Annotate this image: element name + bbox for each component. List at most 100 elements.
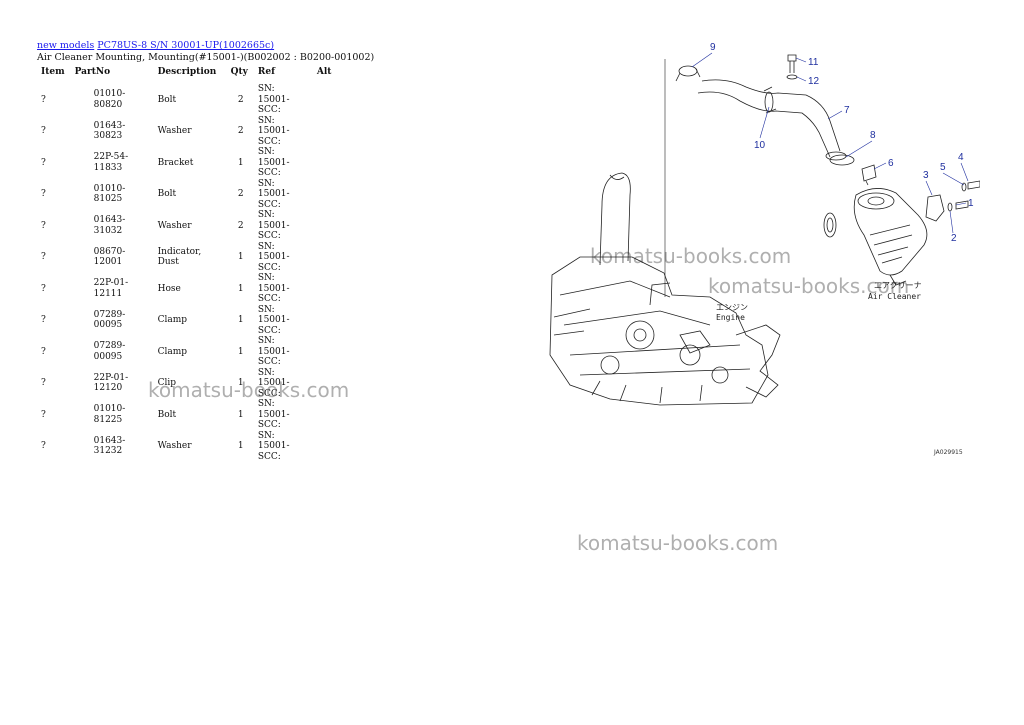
callout-1: 1 [968, 198, 974, 209]
page-title: Air Cleaner Mounting, Mounting(#15001-)(… [37, 52, 375, 63]
cell-qty: 1 [237, 409, 244, 420]
drawing-id: JA029915 [934, 449, 963, 456]
cell-ref: SN: 15001-SCC: [253, 399, 312, 431]
cell-qty: 1 [237, 441, 244, 451]
cell-desc: Washer [157, 441, 192, 451]
column-header-item: Item [41, 67, 65, 77]
column-header-ref: Ref [257, 67, 275, 77]
cell-desc: Clamp [157, 346, 188, 357]
air-cleaner-illustration [823, 188, 928, 286]
watermark: komatsu-books.com [148, 378, 350, 402]
cell-item: ? [41, 441, 46, 451]
table-row: ? 22P-54-11833 Bracket 1 SN: 15001-SCC: [36, 147, 336, 179]
callout-4: 4 [958, 152, 964, 163]
callout-11: 11 [808, 57, 819, 68]
callout-10: 10 [754, 140, 766, 151]
cell-part: 22P-01-12111 [93, 278, 129, 299]
cell-alt [312, 210, 337, 242]
callout-8: 8 [870, 130, 876, 141]
cell-item: ? [41, 283, 46, 294]
cell-ref: SN: 15001-SCC: [253, 210, 312, 242]
cell-desc: Bracket [157, 157, 194, 168]
cell-qty: 1 [237, 315, 244, 325]
watermark: komatsu-books.com [708, 274, 910, 298]
cell-part: 01010-80820 [93, 89, 126, 110]
cell-part: 22P-54-11833 [93, 152, 129, 173]
cell-part: 22P-01-12120 [93, 372, 129, 394]
cell-desc: Bolt [157, 94, 177, 105]
cell-item: ? [41, 189, 46, 199]
cell-part: 01643-31032 [93, 215, 126, 236]
cell-qty: 1 [237, 157, 244, 168]
cell-qty: 2 [237, 220, 244, 231]
ref-text: SN: 15001-SCC: [257, 336, 290, 367]
cell-part: 01010-81225 [93, 404, 126, 425]
cell-alt [312, 273, 337, 305]
breadcrumb-link-model[interactable]: PC78US-8 S/N 30001-UP(1002665c) [97, 40, 275, 51]
engine-en-label: Engine [716, 313, 745, 322]
cell-item: ? [41, 157, 46, 168]
cell-alt [312, 84, 337, 116]
cell-desc: Hose [157, 283, 181, 294]
cell-desc: Bolt [157, 409, 177, 420]
breadcrumb-link-new-models[interactable]: new models [37, 40, 95, 51]
callout-3: 3 [923, 170, 929, 181]
dust-indicator-illustration [861, 164, 877, 186]
cell-ref: SN: 15001-SCC: [253, 336, 312, 368]
cell-desc: Clamp [157, 315, 188, 325]
cell-item: ? [41, 252, 46, 262]
cell-ref: SN: 15001-SCC: [253, 273, 312, 305]
cell-ref: SN: 15001-SCC: [253, 305, 312, 337]
cell-ref: SN: 15001-SCC: [253, 84, 312, 116]
ref-text: SN: 15001-SCC: [257, 178, 290, 210]
cell-desc: Washer [157, 126, 192, 136]
cell-desc: Indicator, Dust [157, 246, 202, 268]
exploded-parts-diagram: 9 11 12 7 10 8 6 4 5 3 1 2 エアクリーナ Air Cl… [549, 42, 980, 406]
cell-item: ? [41, 409, 46, 420]
bolt-washer-illustration [786, 54, 798, 80]
ref-text: SN: 15001-SCC: [257, 399, 290, 430]
cell-item: ? [41, 94, 46, 105]
cell-part: 07289-00095 [93, 341, 126, 362]
ref-text: SN: 15001-SCC: [257, 84, 290, 115]
cell-desc: Clip [157, 378, 177, 388]
page-header: new models PC78US-8 S/N 30001-UP(1002665… [37, 40, 374, 64]
cell-alt [312, 431, 337, 463]
callout-7: 7 [844, 105, 850, 116]
air-cleaner-jp-label: エアクリーナ [874, 281, 922, 290]
breadcrumb: new models PC78US-8 S/N 30001-UP(1002665… [37, 40, 374, 52]
table-row: ? 01010-81225 Bolt 1 SN: 15001-SCC: [36, 399, 336, 431]
cell-ref: SN: 15001-SCC: [253, 147, 312, 179]
clamp-illustration [675, 65, 701, 82]
callout-12: 12 [808, 76, 820, 87]
air-cleaner-en-label: Air Cleaner [868, 292, 921, 301]
column-header-alt: Alt [316, 67, 332, 77]
watermark: komatsu-books.com [590, 244, 792, 268]
cell-ref: SN: 15001-SCC: [253, 368, 312, 400]
cell-item: ? [41, 378, 46, 388]
cell-ref: SN: 15001-SCC: [253, 242, 312, 274]
cell-alt [312, 116, 337, 148]
cell-qty: 1 [237, 346, 244, 357]
cell-qty: 1 [237, 252, 244, 262]
table-row: ? 22P-01-12120 Clip 1 SN: 15001-SCC: [36, 368, 336, 400]
ref-text: SN: 15001-SCC: [257, 210, 290, 241]
clamp-illustration [829, 154, 855, 166]
mounting-hardware-illustration [947, 180, 980, 212]
cell-ref: SN: 15001-SCC: [253, 179, 312, 211]
callout-2: 2 [951, 233, 957, 244]
cell-alt [312, 305, 337, 337]
callout-5: 5 [940, 162, 946, 173]
cell-qty: 1 [237, 378, 244, 388]
cell-alt [312, 242, 337, 274]
cell-desc: Washer [157, 220, 192, 231]
cell-qty: 2 [237, 189, 244, 199]
cell-item: ? [41, 315, 46, 325]
